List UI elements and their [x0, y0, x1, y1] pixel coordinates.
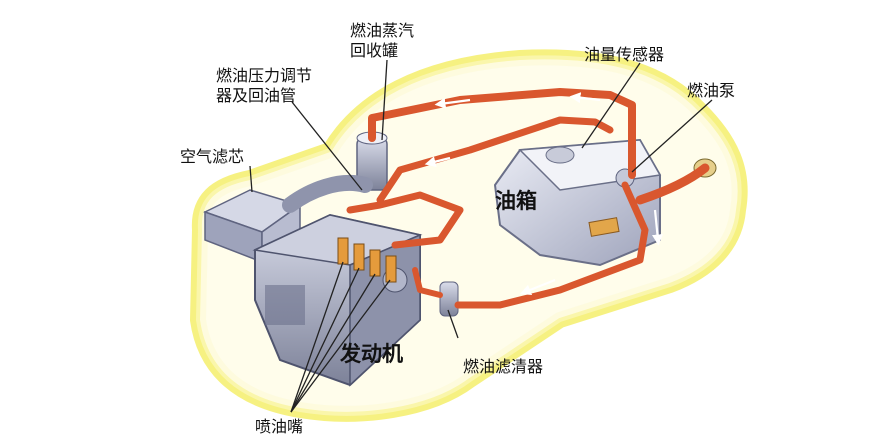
leader-vapor-canister [381, 59, 388, 141]
flow-arrows [424, 92, 663, 296]
label-fuel-filter: 燃油滤清器 [463, 357, 543, 376]
label-vapor-canister-line2: 回收罐 [350, 41, 398, 60]
leader-fuel-pump [631, 99, 713, 173]
label-fuel-tank: 油箱 [495, 189, 537, 213]
fuel-lines [346, 88, 649, 309]
label-regulator-line2: 器及回油管 [216, 86, 296, 105]
label-air-filter: 空气滤芯 [180, 147, 244, 166]
leader-air-filter [249, 165, 253, 193]
label-vapor-canister-line1: 燃油蒸汽 [350, 21, 414, 40]
leader-regulator [291, 101, 363, 191]
label-fuel-pump: 燃油泵 [687, 81, 735, 100]
leader-injector-3 [290, 273, 376, 413]
leader-fuel-level-sensor [581, 62, 641, 149]
leader-injector-1 [290, 261, 344, 413]
leader-injector-4 [290, 279, 391, 413]
leader-injector-2 [290, 267, 360, 413]
label-injectors: 喷油嘴 [255, 417, 303, 436]
injectors-shape [337, 237, 397, 283]
fuel-filter-shape [439, 281, 459, 317]
label-engine: 发动机 [339, 342, 403, 366]
leader-fuel-filter [447, 309, 459, 339]
label-fuel-level-sensor: 油量传感器 [584, 45, 664, 64]
label-regulator-line1: 燃油压力调节 [216, 66, 312, 85]
